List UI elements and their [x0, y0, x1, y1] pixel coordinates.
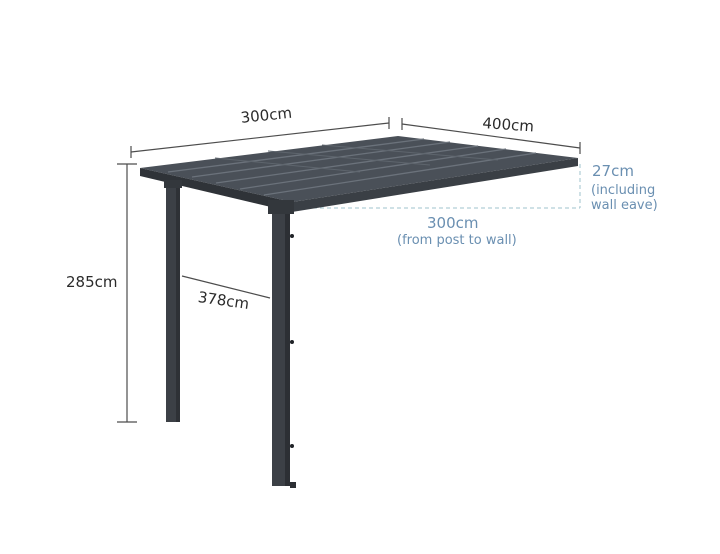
- height-dimension-line: [117, 163, 137, 423]
- depth-dimension-line: [401, 118, 581, 154]
- eave-note-line2: wall eave): [591, 198, 658, 213]
- width-dimension-line: [130, 117, 390, 158]
- eave-height-label: 27cm: [592, 162, 634, 180]
- front-post: [268, 200, 296, 488]
- height-label: 285cm: [66, 273, 118, 291]
- post-to-wall-label: 300cm: [427, 214, 479, 232]
- back-post: [164, 180, 182, 422]
- eave-guide-lines: [292, 164, 581, 209]
- roof-panel: [140, 136, 578, 212]
- depth-label: 400cm: [481, 114, 535, 136]
- eave-note-line1: (including: [591, 183, 656, 198]
- diagonal-dimension-line: [181, 275, 271, 299]
- post-to-wall-note: (from post to wall): [397, 233, 517, 248]
